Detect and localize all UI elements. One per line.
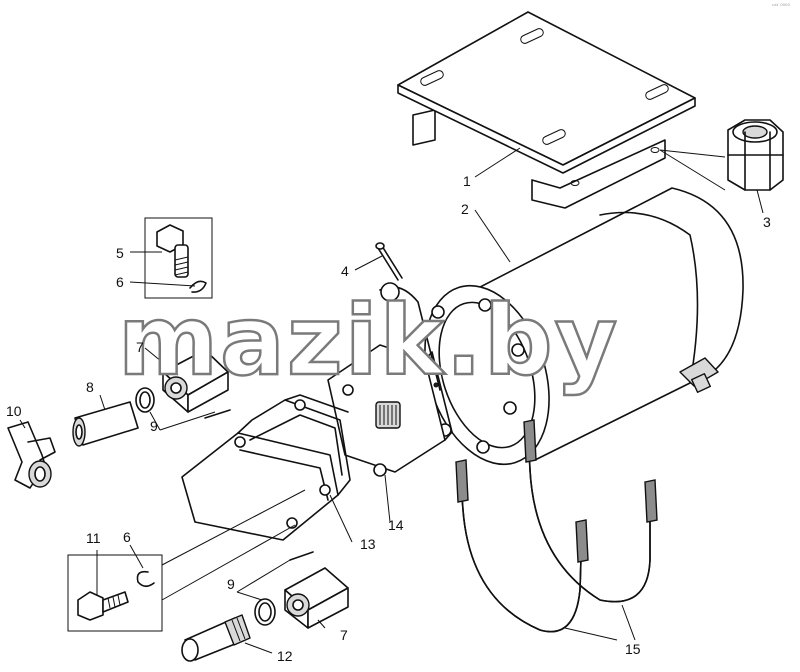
callout-5: 5 <box>116 245 124 261</box>
clip-lower <box>136 570 155 588</box>
callout-7-lower: 7 <box>340 627 348 643</box>
leader-lines <box>19 147 764 654</box>
callout-labels: 1 2 3 4 5 6 7 8 9 10 13 14 11 6 9 7 12 1… <box>6 173 771 664</box>
callout-13: 13 <box>360 536 376 552</box>
pin-lower <box>289 551 314 561</box>
bolt-lower-frame <box>67 554 163 632</box>
cotter-pin <box>375 242 403 281</box>
elbow-fitting <box>7 421 56 489</box>
clip-upper <box>189 280 207 293</box>
callout-3: 3 <box>763 214 771 230</box>
callout-4: 4 <box>341 263 349 279</box>
threaded-fitting <box>181 614 251 662</box>
callout-7-upper: 7 <box>136 339 144 355</box>
callout-1: 1 <box>463 173 471 189</box>
shaft-lever <box>379 282 441 391</box>
callout-6-lower: 6 <box>123 529 131 545</box>
bolt-upper-frame <box>144 217 213 299</box>
clamp-block-upper <box>162 349 229 413</box>
mounting-bracket <box>397 11 696 209</box>
u-bolts <box>455 419 658 633</box>
callout-10: 10 <box>6 403 22 419</box>
clamp-block-lower <box>284 567 349 629</box>
o-ring-upper <box>135 387 155 413</box>
callout-6-upper: 6 <box>116 274 124 290</box>
callout-2: 2 <box>461 201 469 217</box>
callout-9-lower: 9 <box>227 576 235 592</box>
terminal-stud <box>679 357 719 394</box>
corner-mark: ᶜᵃᵗ ⁰⁰⁰⁰ <box>772 3 790 10</box>
bolt-lower <box>67 554 163 632</box>
coupling <box>72 401 139 447</box>
callout-9-upper: 9 <box>150 418 158 434</box>
bolt-upper <box>144 217 213 299</box>
callout-8: 8 <box>86 379 94 395</box>
watermark: mazik.by <box>118 285 619 397</box>
callout-11: 11 <box>86 530 101 546</box>
flange-plate <box>327 344 453 477</box>
pin-upper <box>204 409 231 419</box>
callout-12: 12 <box>277 648 293 664</box>
callout-15: 15 <box>625 641 641 657</box>
callout-14: 14 <box>388 517 404 533</box>
housing-cover <box>181 394 351 541</box>
hex-nut <box>727 119 784 191</box>
o-ring-lower <box>254 598 276 626</box>
